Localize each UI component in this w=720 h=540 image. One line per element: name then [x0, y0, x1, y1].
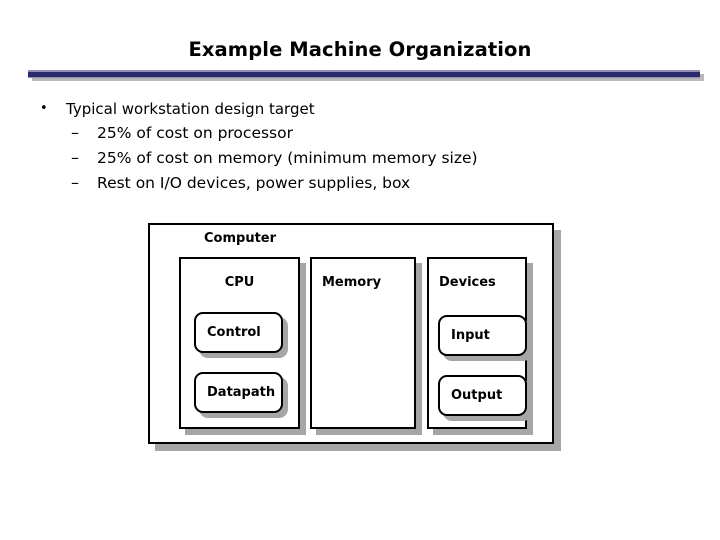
- title-divider: [28, 70, 704, 81]
- list-item: • Typical workstation design target: [40, 100, 660, 118]
- list-item-label: 25% of cost on memory (minimum memory si…: [97, 149, 478, 167]
- machine-organization-diagram: Computer CPU Memory Devices Control Data…: [148, 223, 561, 451]
- list-item-label: Typical workstation design target: [66, 100, 315, 118]
- title-divider-bar: [28, 70, 700, 78]
- list-item-label: Rest on I/O devices, power supplies, box: [97, 174, 411, 192]
- control-box-frame: Control: [194, 312, 283, 353]
- output-box-label: Output: [451, 388, 503, 403]
- memory-column-label: Memory: [322, 275, 382, 290]
- devices-column-label: Devices: [439, 275, 496, 290]
- memory-column-box: [310, 257, 416, 429]
- list-item: – Rest on I/O devices, power supplies, b…: [71, 173, 660, 193]
- input-box-frame: Input: [438, 315, 527, 356]
- datapath-box-label: Datapath: [207, 385, 276, 400]
- output-box: Output: [438, 375, 532, 421]
- list-item-label: 25% of cost on processor: [97, 124, 293, 142]
- output-box-frame: Output: [438, 375, 527, 416]
- input-box-label: Input: [451, 328, 490, 343]
- list-item: – 25% of cost on memory (minimum memory …: [71, 148, 660, 168]
- list-item: – 25% of cost on processor: [71, 123, 660, 143]
- bullet-list: • Typical workstation design target – 25…: [40, 100, 660, 198]
- page-title: Example Machine Organization: [188, 38, 532, 61]
- control-box-label: Control: [207, 325, 261, 340]
- cpu-column-label: CPU: [224, 275, 255, 290]
- datapath-box-frame: Datapath: [194, 372, 283, 413]
- dash-marker-icon: –: [71, 148, 79, 167]
- dash-marker-icon: –: [71, 173, 79, 192]
- datapath-box: Datapath: [194, 372, 288, 418]
- input-box: Input: [438, 315, 532, 361]
- memory-column: Memory: [310, 257, 422, 435]
- dash-marker-icon: –: [71, 123, 79, 142]
- control-box: Control: [194, 312, 288, 358]
- bullet-marker-icon: •: [40, 101, 48, 116]
- computer-box-label: Computer: [204, 231, 277, 246]
